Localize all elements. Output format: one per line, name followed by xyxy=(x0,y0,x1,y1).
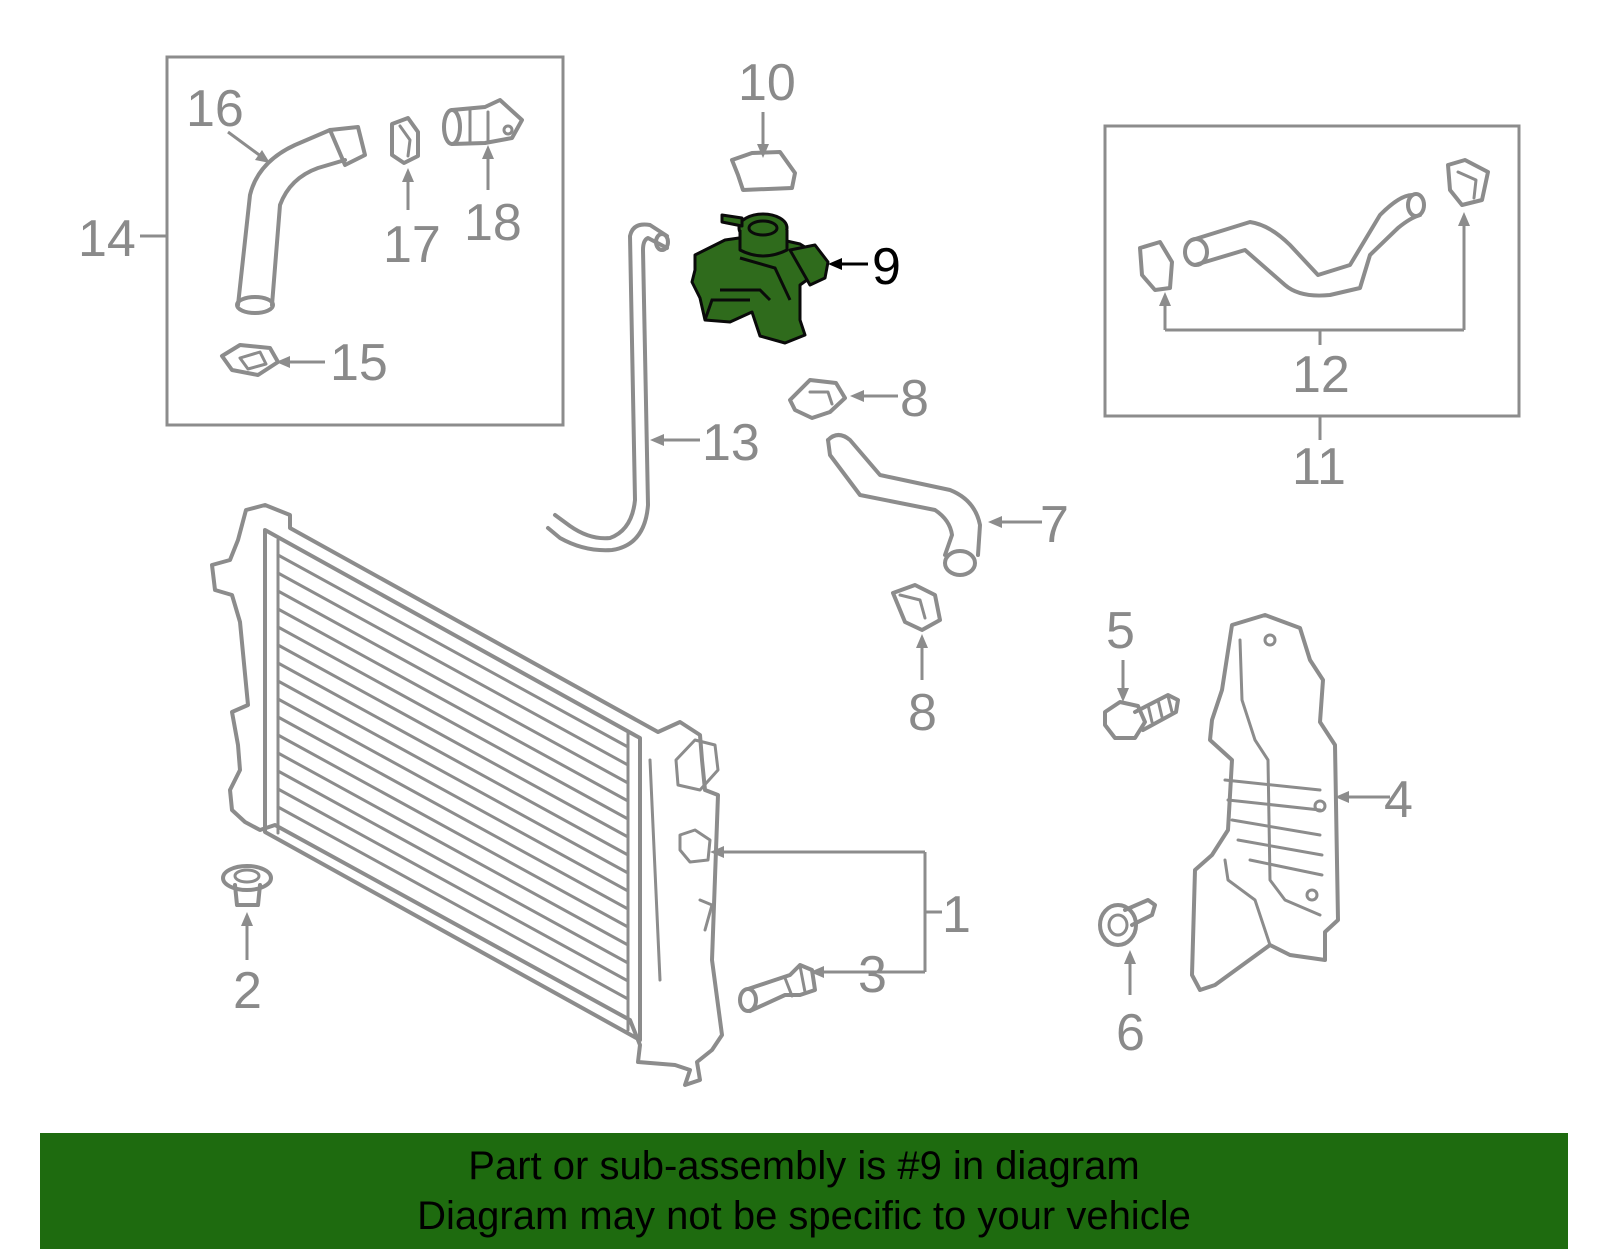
part-6-bolt[interactable] xyxy=(1098,898,1157,947)
callout-2[interactable]: 2 xyxy=(233,962,262,1020)
kit-box-11 xyxy=(1103,124,1521,418)
part-9-highlighted[interactable] xyxy=(690,212,830,345)
part-4-air-guard[interactable] xyxy=(1190,613,1340,992)
callout-10[interactable]: 10 xyxy=(738,54,796,112)
part-13-hose[interactable] xyxy=(546,222,670,553)
part-2-grommet[interactable] xyxy=(221,864,273,907)
callout-16[interactable]: 16 xyxy=(186,80,244,138)
part-3-drain-plug[interactable] xyxy=(738,963,817,1013)
callout-18[interactable]: 18 xyxy=(464,194,522,252)
callout-9[interactable]: 9 xyxy=(872,238,901,296)
part-10-cap[interactable] xyxy=(730,150,797,192)
part-1-radiator[interactable] xyxy=(210,503,724,1087)
callout-12[interactable]: 12 xyxy=(1292,346,1350,404)
part-17-clamp[interactable] xyxy=(390,116,420,165)
callout-6[interactable]: 6 xyxy=(1116,1004,1145,1062)
callout-3[interactable]: 3 xyxy=(858,946,887,1004)
part-15-clip[interactable] xyxy=(220,343,280,377)
callout-8-upper[interactable]: 8 xyxy=(900,370,929,428)
part-12-hose[interactable] xyxy=(1183,192,1426,298)
callout-7[interactable]: 7 xyxy=(1040,496,1069,554)
banner-line-2: Diagram may not be specific to your vehi… xyxy=(417,1194,1191,1238)
part-18-fitting[interactable] xyxy=(442,98,524,146)
callout-17[interactable]: 17 xyxy=(383,216,441,274)
info-banner: Part or sub-assembly is #9 in diagram Di… xyxy=(40,1133,1568,1249)
callout-15[interactable]: 15 xyxy=(330,334,388,392)
callout-13[interactable]: 13 xyxy=(702,414,760,472)
part-8-clamp-upper[interactable] xyxy=(788,378,847,420)
part-5-bolt[interactable] xyxy=(1103,693,1180,740)
part-12-clip-left[interactable] xyxy=(1138,240,1174,292)
part-16-hose[interactable] xyxy=(235,125,367,315)
banner-line-1: Part or sub-assembly is #9 in diagram xyxy=(468,1144,1140,1188)
callout-8-lower[interactable]: 8 xyxy=(908,684,937,742)
callout-4[interactable]: 4 xyxy=(1384,771,1413,829)
part-8-clamp-lower[interactable] xyxy=(891,583,942,632)
callout-14[interactable]: 14 xyxy=(78,210,136,268)
part-7-hose[interactable] xyxy=(826,433,982,577)
callout-1[interactable]: 1 xyxy=(942,886,971,944)
callout-11[interactable]: 11 xyxy=(1292,438,1346,496)
callout-5[interactable]: 5 xyxy=(1106,602,1135,660)
part-12-clip-right[interactable] xyxy=(1446,158,1490,207)
kit-box-14 xyxy=(165,55,565,427)
